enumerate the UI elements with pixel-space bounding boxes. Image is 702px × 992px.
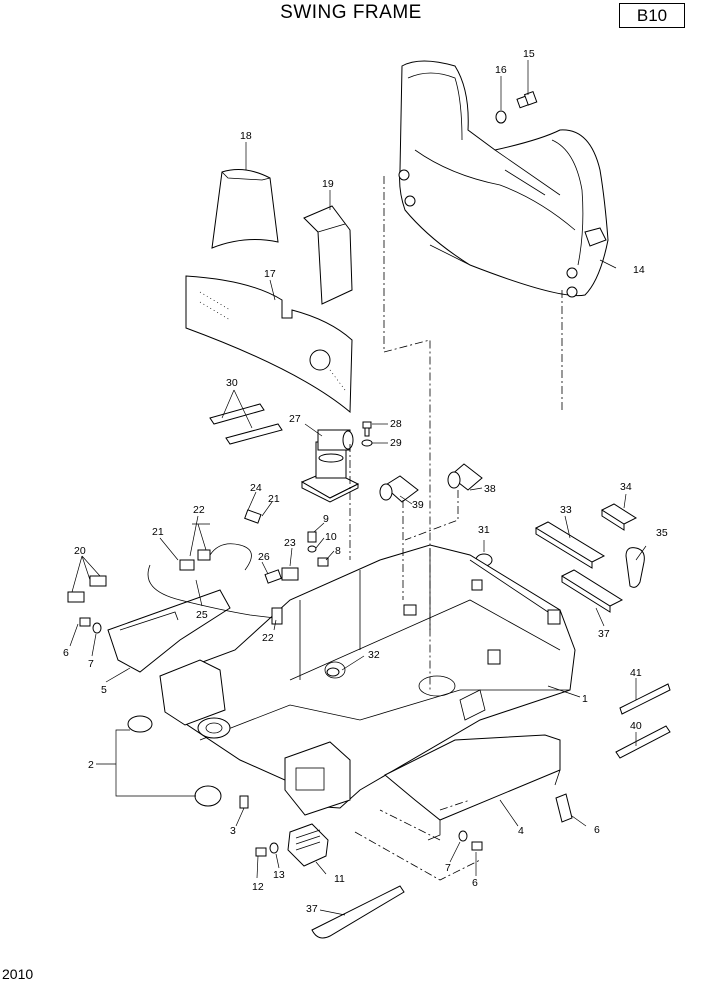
washer-28 <box>361 439 373 447</box>
callout-22b: 23 <box>284 537 296 549</box>
callout-40: 40 <box>630 720 642 732</box>
callout-16: 16 <box>495 64 507 76</box>
sleeve-38 <box>447 463 483 491</box>
bolt-6-right <box>471 841 483 851</box>
callout-20: 20 <box>74 545 86 557</box>
strips-29 <box>209 403 283 445</box>
tie-41 <box>619 683 671 715</box>
washer-7-right <box>458 830 468 842</box>
plate-17 <box>185 275 353 414</box>
callout-14: 14 <box>633 264 645 276</box>
cover-19 <box>303 205 353 305</box>
callout-26: 27 <box>289 413 301 425</box>
bar-32 <box>534 521 606 569</box>
callout-13: 13 <box>273 869 285 881</box>
callout-17: 17 <box>264 268 276 280</box>
callout-25: 26 <box>258 551 270 563</box>
bar-35 <box>560 569 624 613</box>
callout-18: 18 <box>240 130 252 142</box>
callout-30: 31 <box>478 524 490 536</box>
callout-21b: 21 <box>152 526 164 538</box>
callout-15: 15 <box>523 48 535 60</box>
leader-lines <box>69 60 647 916</box>
callout-23: 24 <box>250 482 262 494</box>
callout-22a: 22 <box>193 504 205 516</box>
bolt-6-left <box>79 617 91 627</box>
callout-34: 35 <box>656 527 668 539</box>
callout-39: 39 <box>412 499 424 511</box>
callout-8: 8 <box>335 545 341 557</box>
callout-6a: 6 <box>63 647 69 659</box>
bushing-2b <box>194 785 222 807</box>
bolt-9 <box>307 531 317 543</box>
callout-27: 28 <box>390 418 402 430</box>
callout-28: 29 <box>390 437 402 449</box>
clip-34 <box>625 547 645 588</box>
cover-plate-4 <box>384 734 561 841</box>
swing-frame-body <box>159 544 576 816</box>
cover-5 <box>107 589 231 673</box>
step-37 <box>311 885 405 939</box>
callout-31: 32 <box>368 649 380 661</box>
clamp-6 <box>555 793 573 823</box>
callout-12: 12 <box>252 881 264 893</box>
page-code-box: B10 <box>619 3 685 28</box>
callout-41: 41 <box>630 667 642 679</box>
washer-13 <box>269 842 279 854</box>
callout-19: 19 <box>322 178 334 190</box>
callout-24: 25 <box>196 609 208 621</box>
callout-2: 2 <box>88 759 94 771</box>
callout-9: 9 <box>323 513 329 525</box>
callout-labels: 15 16 18 19 17 14 30 27 28 29 24 21 38 3… <box>63 48 668 915</box>
bushing-2a <box>127 715 153 733</box>
callout-37: 37 <box>306 903 318 915</box>
clip-8 <box>317 557 329 567</box>
counterweight <box>398 60 609 298</box>
callout-1: 1 <box>582 693 588 705</box>
callout-6c: 6 <box>472 877 478 889</box>
callout-33: 34 <box>620 481 632 493</box>
callout-21c: 22 <box>262 632 274 644</box>
callout-10: 10 <box>325 531 337 543</box>
callout-29: 30 <box>226 377 238 389</box>
callout-21a: 21 <box>268 493 280 505</box>
bolt-3 <box>239 795 249 809</box>
washer-10 <box>307 545 317 553</box>
page-title: SWING FRAME <box>280 2 422 23</box>
bolt-12 <box>255 847 267 857</box>
callout-38: 38 <box>484 483 496 495</box>
sleeve-39 <box>379 475 419 503</box>
cover-18 <box>211 169 279 249</box>
callout-7a: 7 <box>88 658 94 670</box>
tie-40 <box>615 725 671 759</box>
alignment-lines <box>349 176 563 881</box>
bolt-27 <box>362 421 372 437</box>
callout-4: 4 <box>518 825 524 837</box>
footer-year: 2010 <box>2 966 34 982</box>
callout-32: 33 <box>560 504 572 516</box>
hose-assembly <box>67 509 299 625</box>
callout-6b: 6 <box>594 824 600 836</box>
callout-35: 37 <box>598 628 610 640</box>
callout-11: 11 <box>334 873 345 885</box>
callout-7b: 7 <box>445 862 451 874</box>
bolt-15 <box>516 90 538 109</box>
callout-3: 3 <box>230 825 236 837</box>
callout-5: 5 <box>101 684 107 696</box>
washer-7-left <box>92 622 102 634</box>
plug-31 <box>326 667 340 677</box>
bar-33 <box>600 503 638 531</box>
valve-26 <box>300 429 360 503</box>
washer-16 <box>495 110 507 124</box>
grille-11 <box>287 823 329 867</box>
